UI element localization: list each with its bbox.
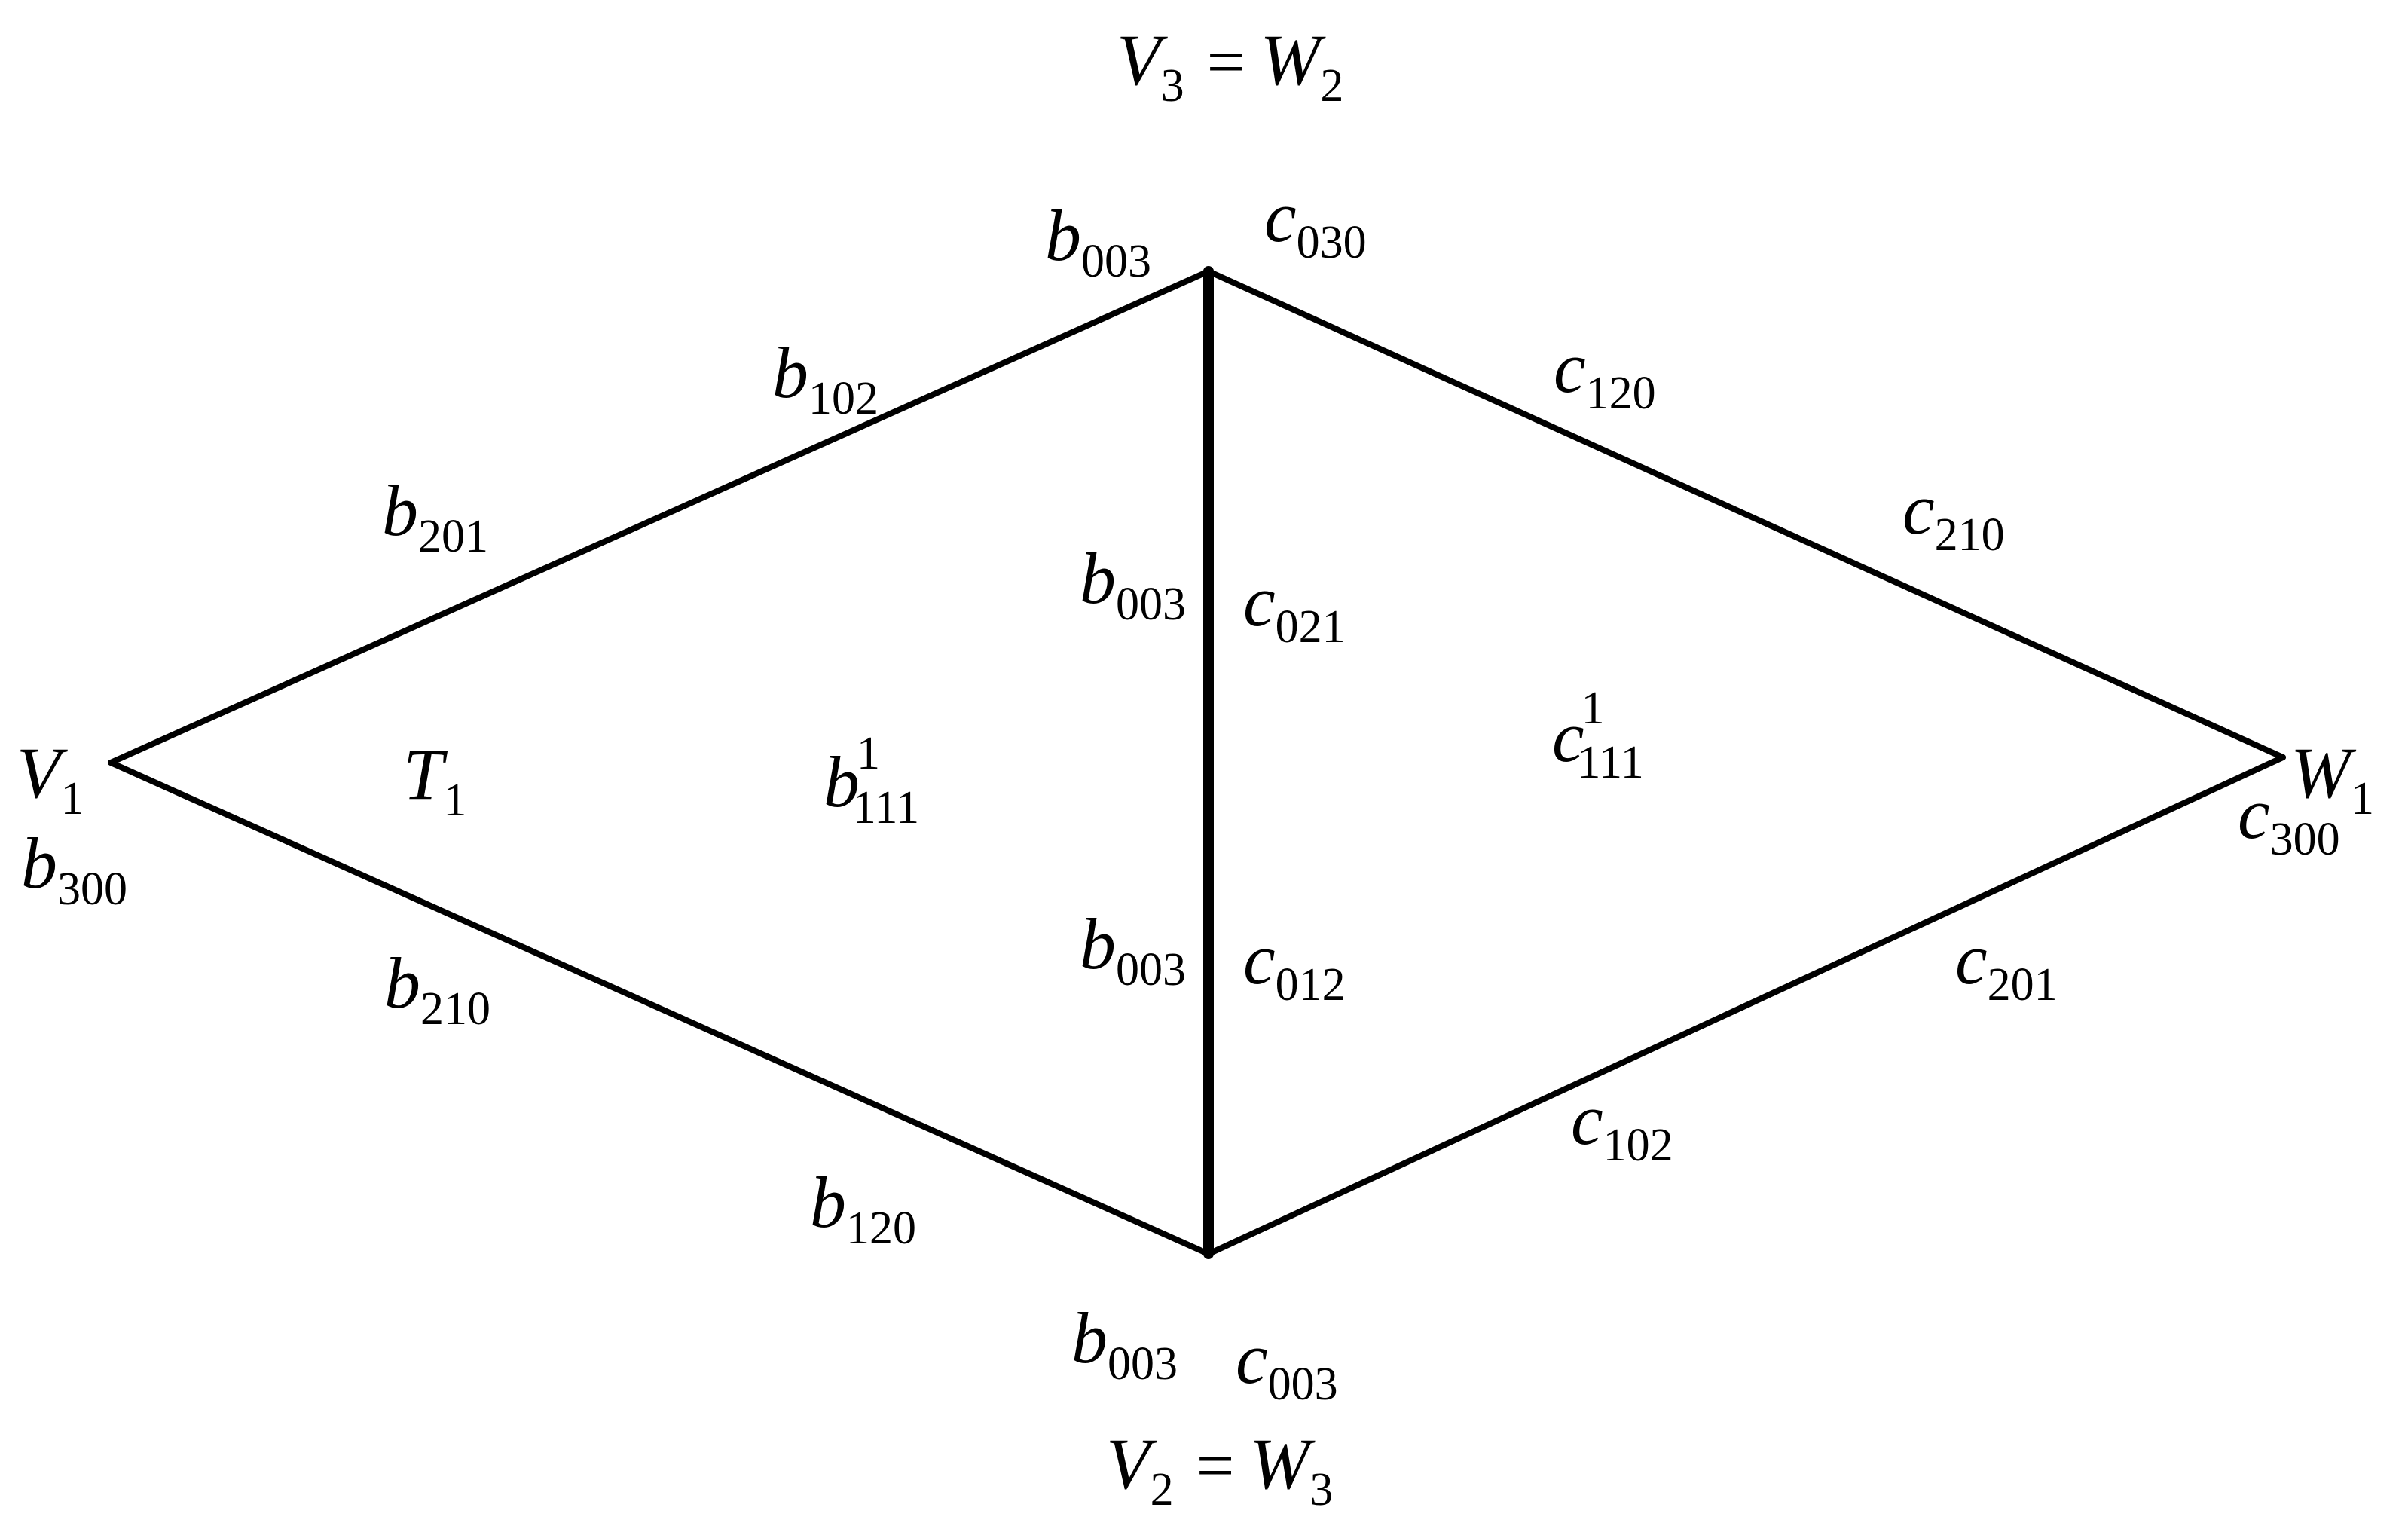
vertex-label-v2-w3: V2=W3 — [1106, 1423, 1333, 1515]
coef-b102: b102 — [772, 332, 879, 424]
edge-v1-v3 — [108, 268, 1212, 766]
edge-w3-w1 — [1206, 754, 2286, 1257]
coef-c210: c210 — [1902, 469, 2005, 561]
coef-b120: b120 — [810, 1162, 916, 1254]
edge-v1-v2 — [108, 760, 1212, 1257]
coef-b003-top: b003 — [1045, 195, 1151, 287]
coef-c012: c012 — [1243, 919, 1346, 1011]
edge-w2-w1 — [1206, 268, 2286, 760]
vertex-label-w1: W1 — [2290, 732, 2374, 824]
coef-b003-lower-mid: b003 — [1080, 904, 1186, 995]
triangle-label-t1: T1 — [403, 734, 466, 826]
vertex-label-v3-w2: V3=W2 — [1117, 20, 1343, 112]
coef-c102: c102 — [1571, 1079, 1673, 1171]
coef-b003-upper-mid: b003 — [1080, 538, 1186, 630]
coef-c201: c201 — [1955, 919, 2058, 1011]
coef-c003: c003 — [1236, 1318, 1338, 1410]
coef-c030: c030 — [1264, 176, 1367, 268]
vertex-label-v1: V1 — [17, 732, 84, 824]
coef-c120: c120 — [1554, 327, 1656, 419]
coef-b210: b210 — [384, 943, 490, 1035]
coef-c300: c300 — [2238, 773, 2340, 865]
coef-c021: c021 — [1243, 561, 1346, 653]
coef-b300: b300 — [21, 823, 127, 915]
coef-b003-bottom: b003 — [1071, 1298, 1178, 1390]
coef-b201: b201 — [382, 470, 488, 562]
